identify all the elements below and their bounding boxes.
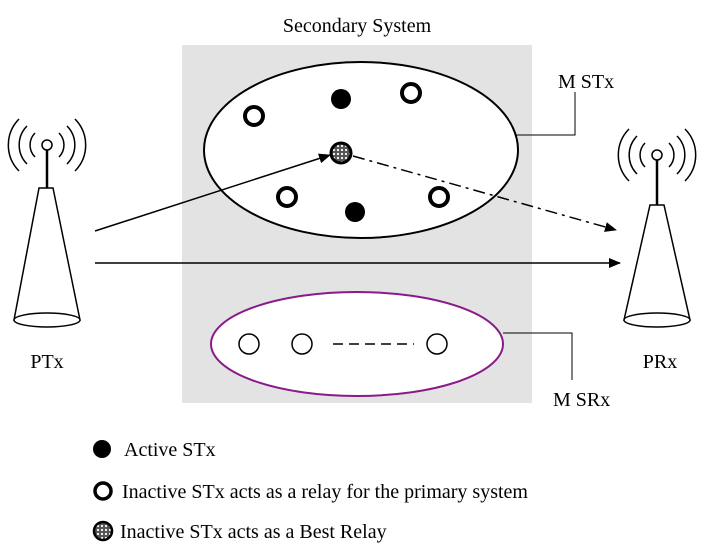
inactive-stx-node [428, 186, 450, 208]
inactive-stx-node [243, 105, 265, 127]
ptx-to-relay-arrow [94, 153, 331, 232]
prx-label: PRx [643, 351, 677, 373]
legend: Active STx Inactive STx acts as a relay … [92, 439, 528, 543]
best-relay-node [329, 141, 353, 165]
inactive-stx-node [400, 82, 422, 104]
relay-to-prx-arrow [352, 155, 617, 232]
active-stx-node [331, 89, 351, 109]
secondary-system-title: Secondary System [283, 15, 432, 37]
legend-inactive-relay-label: Inactive STx acts as a relay for the pri… [122, 481, 528, 503]
legend-best-relay-marker [92, 520, 114, 542]
msrx-callout-line [503, 332, 573, 380]
mstx-label: M STx [558, 71, 614, 93]
msrx-label: M SRx [553, 389, 610, 411]
srx-node [291, 333, 313, 355]
ptx-antenna-icon [7, 118, 87, 328]
ptx-label: PTx [30, 351, 63, 373]
mstx-callout-line [515, 92, 576, 136]
legend-active-marker [93, 440, 111, 458]
legend-best-relay-label: Inactive STx acts as a Best Relay [120, 521, 387, 543]
legend-active-label: Active STx [124, 439, 216, 461]
prx-antenna-icon [617, 128, 697, 328]
legend-inactive-relay-marker [93, 481, 113, 501]
srx-node [426, 333, 448, 355]
inactive-stx-node [276, 186, 298, 208]
srx-node [238, 333, 260, 355]
active-stx-node [345, 202, 365, 222]
